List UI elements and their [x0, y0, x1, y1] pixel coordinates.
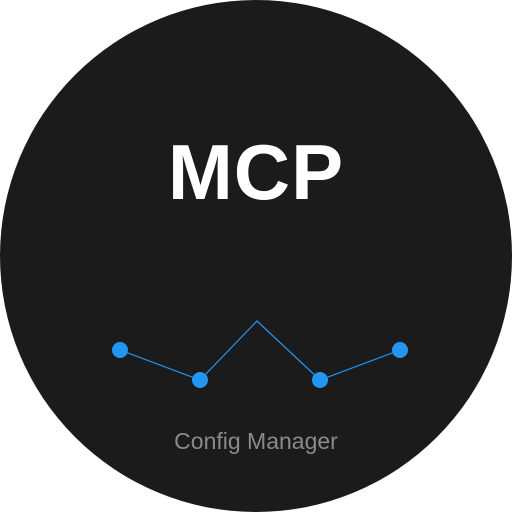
graph-node	[192, 372, 208, 388]
graph-edges	[119, 320, 401, 381]
graph-node	[112, 342, 128, 358]
graph-node	[312, 372, 328, 388]
graph-node	[392, 342, 408, 358]
logo-title: MCP	[167, 128, 345, 216]
logo-subtitle: Config Manager	[174, 428, 338, 454]
